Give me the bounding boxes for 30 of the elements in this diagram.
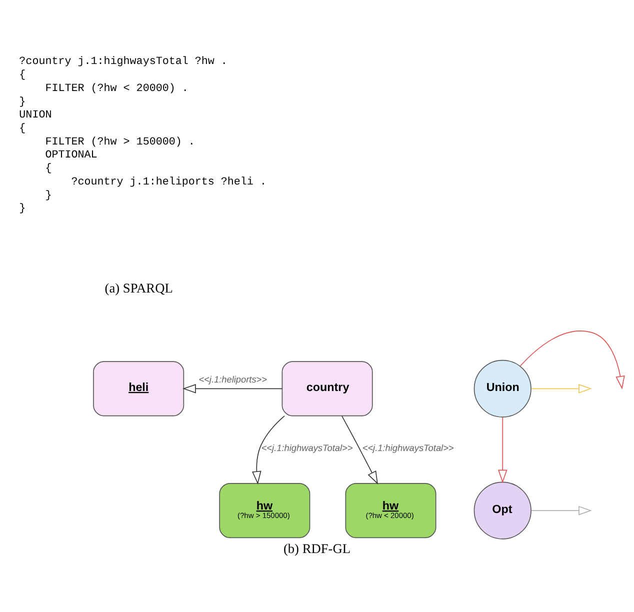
label: ?country j.1:heliports ?heli . (71, 176, 266, 188)
node-box: heli (93, 361, 184, 416)
label: } (19, 96, 26, 108)
label: } (45, 190, 52, 202)
node-circle: Opt (474, 482, 532, 540)
label: } (19, 203, 26, 216)
label: FILTER (?hw > 150000) . (45, 136, 195, 148)
label: ?country j.1:highwaysTotal ?hw . (19, 56, 228, 68)
edge-label: <<j.1:heliports>> (198, 374, 268, 385)
label: { (19, 122, 26, 135)
caption: (b) RDF-GL (283, 540, 351, 556)
label: { (19, 70, 26, 82)
node-box: hw (?hw > 150000) (219, 483, 310, 538)
label: FILTER (?hw < 20000) . (45, 82, 188, 95)
label: { (45, 163, 52, 176)
node-circle: Union (474, 360, 532, 418)
arrow (252, 415, 285, 485)
arrow (530, 384, 592, 394)
label: UNION (19, 110, 52, 122)
arrow (342, 416, 378, 484)
label: OPTIONAL (45, 150, 98, 162)
edge-label: <<j.1:highwaysTotal>> (362, 443, 454, 454)
arrow (498, 416, 508, 484)
edge-label: <<j.1:highwaysTotal>> (261, 443, 353, 454)
label: (a) SPARQL (104, 280, 173, 296)
node-box: country (282, 361, 373, 416)
arrow (530, 506, 592, 516)
arrow (520, 330, 625, 390)
arrow (182, 384, 283, 394)
node-box: hw (?hw < 20000) (345, 483, 436, 538)
